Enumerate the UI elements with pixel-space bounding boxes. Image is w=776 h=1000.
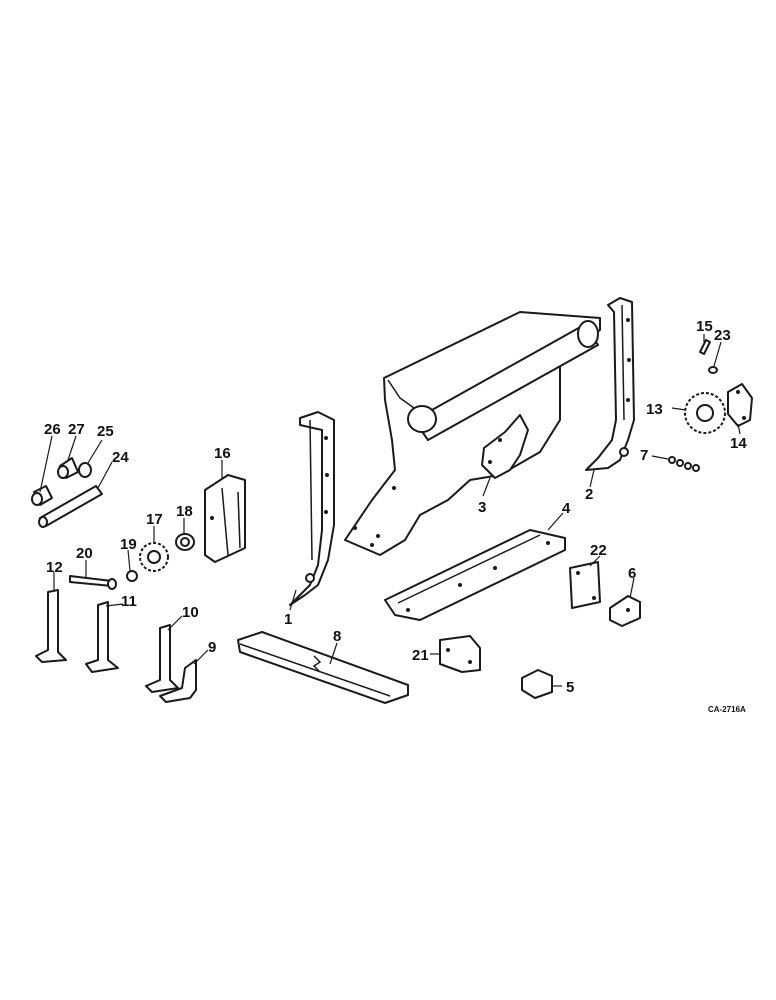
part-26-sleeve [31,485,53,506]
callout-3: 3 [478,499,486,516]
callout-8: 8 [333,628,341,645]
callout-16: 16 [214,445,231,462]
part-15-pin [699,339,711,355]
callout-18: 18 [176,503,193,520]
part-9-bracket [159,659,197,703]
callout-2: 2 [585,486,593,503]
part-17-sprocket [139,542,169,572]
part-7-bolts [668,456,700,472]
part-10-strap [145,624,179,693]
part-24-shaft [38,485,103,528]
part-4-tray [384,529,566,621]
callout-25: 25 [97,423,114,440]
callout-12: 12 [46,559,63,576]
part-8-bar [237,631,409,704]
part-19-washer [126,570,138,582]
callout-14: 14 [730,435,747,452]
callout-20: 20 [76,545,93,562]
callout-17: 17 [146,511,163,528]
part-11-strap [85,601,119,673]
callout-15: 15 [696,318,713,335]
callout-19: 19 [120,536,137,553]
drawing-code: CA-2716A [708,705,746,714]
part-25-bushing [78,462,92,478]
part-21-angle-bracket [439,635,481,673]
part-12-strap [35,589,67,663]
callout-22: 22 [590,542,607,559]
callout-4: 4 [562,500,571,517]
part-22-plate [569,561,601,609]
callout-6: 6 [628,565,636,582]
part-1-left-upright [289,411,335,606]
callout-27: 27 [68,421,85,438]
part-27-sleeve [57,457,79,479]
callout-21: 21 [412,647,429,664]
part-18-bushing [175,533,195,551]
callout-1: 1 [284,611,292,628]
part-2-right-upright [585,297,635,471]
part-3-main-frame [344,311,601,556]
callout-7: 7 [640,447,648,464]
part-6-bracket [609,595,641,627]
callout-10: 10 [182,604,199,621]
callout-11: 11 [121,593,137,610]
part-20-pin [69,575,117,590]
part-16-bracket [204,474,246,563]
part-13-sprocket [684,392,726,434]
callout-24: 24 [112,449,129,466]
part-14-hub [727,383,753,427]
callout-9: 9 [208,639,216,656]
callout-5: 5 [566,679,574,696]
callout-26: 26 [44,421,61,438]
callout-23: 23 [714,327,731,344]
leader-lines [39,334,741,687]
callout-13: 13 [646,401,663,418]
part-5-block [521,669,553,699]
part-23-clip [708,366,718,374]
